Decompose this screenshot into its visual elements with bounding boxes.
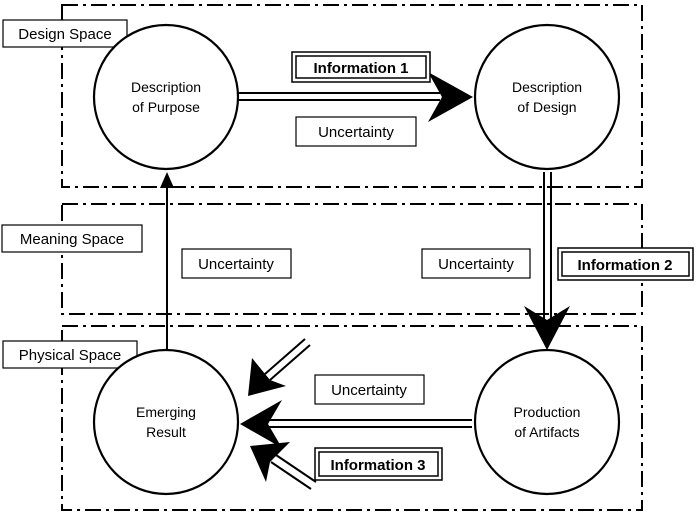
node-purpose: Description of Purpose [92, 23, 240, 171]
uncertainty-middle-right-box: Uncertainty [421, 248, 531, 279]
uncertainty-top-box: Uncertainty [295, 116, 417, 147]
node-result-line1: Emerging [136, 404, 196, 420]
uncertainty-middle-left-box: Uncertainty [181, 248, 292, 279]
arrow-incoming-upper [248, 338, 311, 396]
uncertainty-bottom-text: Uncertainty [331, 382, 407, 399]
physical-space-label-text: Physical Space [19, 347, 122, 364]
design-space-label-text: Design Space [18, 26, 111, 43]
node-design: Description of Design [473, 23, 621, 171]
information-1-box: Information 1 [291, 51, 431, 83]
information-1-text: Information 1 [313, 60, 408, 77]
arrow-artifacts-to-result [240, 400, 472, 448]
physical-space-region [61, 325, 643, 511]
information-3-box: Information 3 [314, 447, 443, 481]
design-space-label: Design Space [2, 19, 128, 48]
information-2-text: Information 2 [577, 257, 672, 274]
meaning-space-label-text: Meaning Space [20, 231, 124, 248]
node-artifacts: Production of Artifacts [473, 348, 621, 496]
information-3-text: Information 3 [330, 457, 425, 474]
design-space-region [61, 4, 643, 188]
physical-space-label: Physical Space [2, 340, 138, 369]
node-design-line1: Description [512, 79, 582, 95]
arrow-purpose-to-design [236, 72, 473, 122]
meaning-space-region [61, 203, 643, 315]
node-artifacts-line1: Production [514, 404, 581, 420]
node-purpose-line2: of Purpose [132, 99, 200, 115]
arrow-incoming-lower [250, 442, 317, 490]
node-result: Emerging Result [92, 348, 240, 496]
arrow-result-to-purpose [160, 172, 174, 350]
information-2-box: Information 2 [557, 247, 694, 281]
uncertainty-middle-right-text: Uncertainty [438, 256, 514, 273]
meaning-space-label: Meaning Space [1, 224, 143, 253]
node-purpose-line1: Description [131, 79, 201, 95]
node-design-line2: of Design [517, 99, 576, 115]
uncertainty-top-text: Uncertainty [318, 124, 394, 141]
uncertainty-bottom-box: Uncertainty [314, 374, 425, 405]
node-result-line2: Result [146, 424, 186, 440]
arrow-design-to-artifacts [524, 172, 570, 350]
uncertainty-middle-left-text: Uncertainty [198, 256, 274, 273]
node-artifacts-line2: of Artifacts [514, 424, 579, 440]
